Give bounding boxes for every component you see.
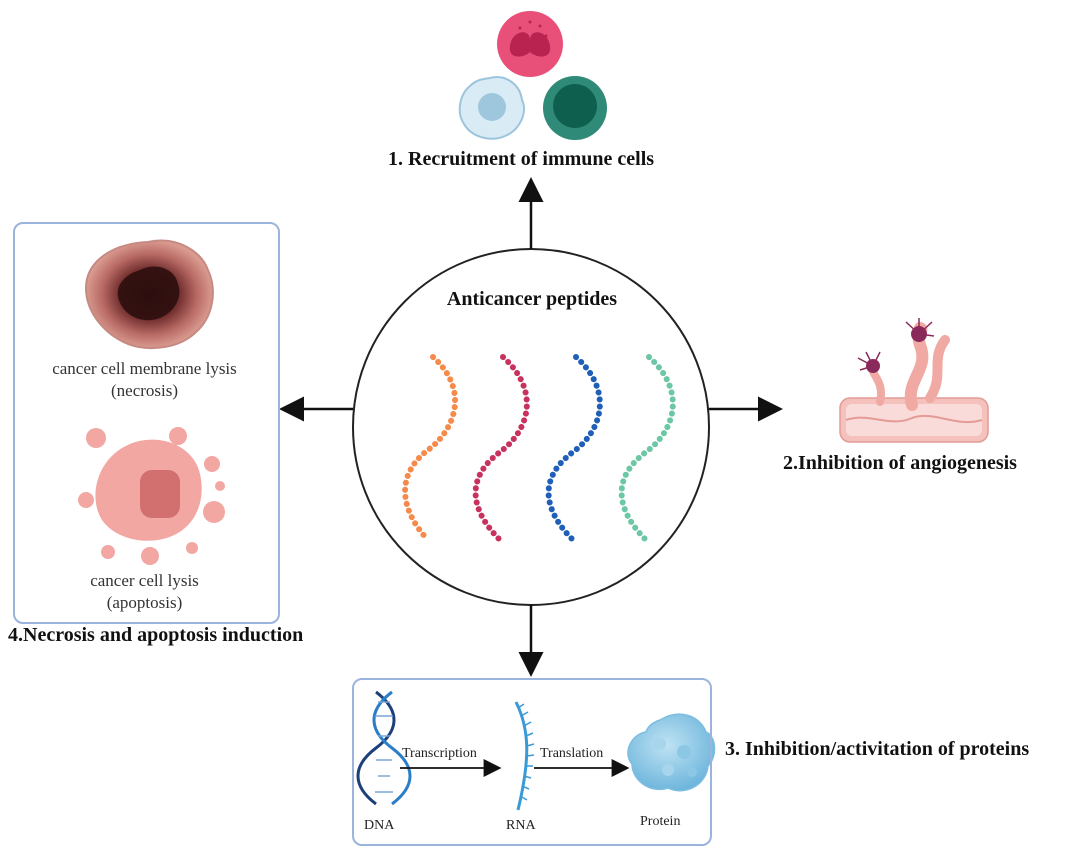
peptide-chain-blue xyxy=(545,354,603,543)
immune-recruitment-title: 1. Recruitment of immune cells xyxy=(388,148,655,170)
apoptosis-label-line2: (apoptosis) xyxy=(106,593,183,612)
protein-illustration xyxy=(627,713,716,792)
necrosis-label-line1: cancer cell membrane lysis xyxy=(52,359,237,378)
necrosis-apoptosis-panel xyxy=(13,222,280,624)
protein-panel xyxy=(352,678,712,846)
center-title: Anticancer peptides xyxy=(446,288,618,310)
macrophage-cell xyxy=(458,76,525,140)
transcription-label: Transcription xyxy=(402,746,477,761)
apoptosis-label-line1: cancer cell lysis xyxy=(90,571,199,590)
lymphocyte-cell xyxy=(543,76,607,140)
translation-label: Translation xyxy=(540,746,604,761)
apoptotic-cell-illustration xyxy=(78,427,225,565)
protein-label: Protein xyxy=(640,814,681,829)
peptide-chains xyxy=(402,354,676,543)
peptide-chain-magenta xyxy=(472,354,530,543)
immune-cells-illustration xyxy=(458,11,607,140)
angiogenesis-illustration xyxy=(839,318,989,443)
necrosis-label: cancer cell membrane lysis (necrosis) xyxy=(18,358,271,402)
necrotic-cell-illustration xyxy=(84,239,214,349)
peptide-chain-green xyxy=(618,354,676,543)
necrosis-apoptosis-title: 4.Necrosis and apoptosis induction xyxy=(8,624,304,646)
proteins-title: 3. Inhibition/activitation of proteins xyxy=(725,738,1030,760)
rna-strand-illustration xyxy=(514,701,535,811)
necrosis-label-line2: (necrosis) xyxy=(110,381,179,400)
dna-label: DNA xyxy=(364,818,395,833)
apoptosis-label: cancer cell lysis (apoptosis) xyxy=(18,570,271,614)
angiogenesis-title: 2.Inhibition of angiogenesis xyxy=(783,452,1017,474)
neutrophil-cell xyxy=(497,11,563,77)
dna-helix-illustration xyxy=(356,690,412,806)
peptide-chain-orange xyxy=(402,354,459,543)
rna-label: RNA xyxy=(506,818,536,833)
